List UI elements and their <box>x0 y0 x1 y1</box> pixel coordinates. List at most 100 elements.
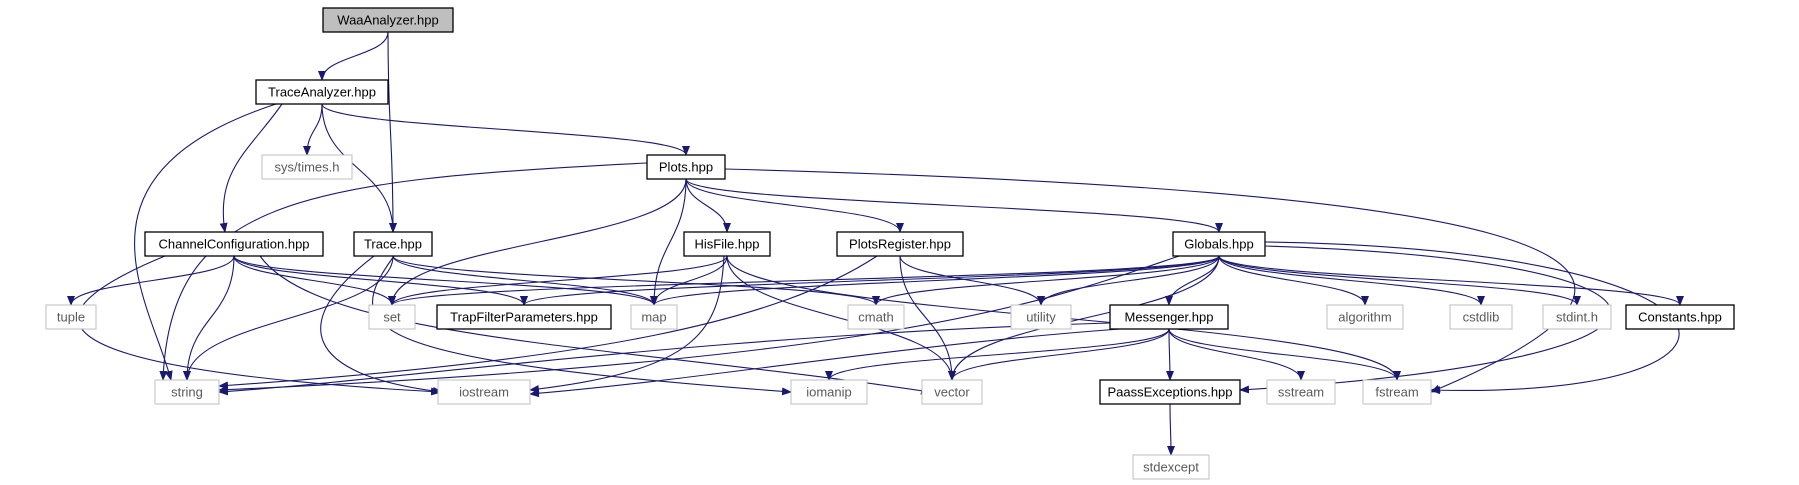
node-box <box>836 231 964 257</box>
edge-plots_register-to-vector <box>899 255 956 381</box>
edge-trace_analyzer-to-plots <box>321 103 690 156</box>
edge-waa-to-trace_analyzer <box>318 31 389 81</box>
node-label: vector <box>934 385 970 400</box>
edge-trace-to-iomanip <box>372 255 792 396</box>
node-trap-filter[interactable]: TrapFilterParameters.hpp <box>436 304 612 330</box>
node-box <box>847 304 905 330</box>
edge-channel_config-to-set <box>233 255 396 306</box>
node-box <box>1109 304 1229 330</box>
edge-trace-to-string <box>183 255 394 381</box>
node-box <box>1010 304 1072 330</box>
node-box <box>322 7 454 33</box>
edge-trace-to-iostream <box>320 255 443 395</box>
node-channel-config[interactable]: ChannelConfiguration.hpp <box>144 231 324 257</box>
node-stdint: stdint.h <box>1542 304 1612 330</box>
node-box <box>261 154 353 180</box>
node-label: map <box>641 310 666 325</box>
node-label: HisFile.hpp <box>694 237 759 252</box>
edge-plots-to-fstream <box>724 168 1576 393</box>
node-box <box>45 304 97 330</box>
node-utility: utility <box>1010 304 1072 330</box>
node-globals[interactable]: Globals.hpp <box>1172 231 1266 257</box>
node-set: set <box>368 304 416 330</box>
node-label: set <box>383 310 401 325</box>
node-box <box>921 379 983 405</box>
node-box <box>683 231 771 257</box>
node-label: ChannelConfiguration.hpp <box>158 237 309 252</box>
node-box <box>646 154 726 180</box>
edge-channel_config-to-map <box>233 255 658 306</box>
edge-channel_config-to-vector <box>259 255 931 395</box>
node-label: fstream <box>1375 385 1418 400</box>
node-waa[interactable]: WaaAnalyzer.hpp <box>322 7 454 33</box>
edge-globals-to-map <box>650 255 1220 306</box>
node-map: map <box>630 304 678 330</box>
node-box <box>1362 379 1432 405</box>
node-messenger[interactable]: Messenger.hpp <box>1109 304 1229 330</box>
node-box <box>1625 304 1735 330</box>
edge-plots-to-globals <box>685 178 1223 233</box>
edge-trace-to-cmath <box>392 255 880 306</box>
node-label: Globals.hpp <box>1184 237 1253 252</box>
node-box <box>436 304 612 330</box>
node-label: tuple <box>57 310 85 325</box>
node-label: sys/times.h <box>274 160 339 175</box>
edge-plots_register-to-utility <box>899 255 1045 306</box>
node-trace-analyzer[interactable]: TraceAnalyzer.hpp <box>255 79 389 105</box>
node-label: utility <box>1026 310 1056 325</box>
node-label: PaassExceptions.hpp <box>1107 385 1232 400</box>
node-trace[interactable]: Trace.hpp <box>353 231 433 257</box>
node-label: Plots.hpp <box>659 160 713 175</box>
edge-globals-to-stdint <box>1218 255 1581 306</box>
edge-plots-to-his_file <box>685 178 731 233</box>
node-label: TraceAnalyzer.hpp <box>268 85 376 100</box>
edge-globals-to-set <box>388 255 1220 306</box>
edge-plots-to-plots_register <box>685 178 904 233</box>
edge-globals-to-constants <box>1218 255 1684 306</box>
edge-messenger-to-iomanip <box>825 328 1170 381</box>
node-constants[interactable]: Constants.hpp <box>1625 304 1735 330</box>
node-label: iostream <box>459 385 509 400</box>
edge-trace_analyzer-to-channel_config <box>219 103 283 233</box>
edge-globals-to-vector <box>948 255 1220 381</box>
node-label: Constants.hpp <box>1638 310 1722 325</box>
edge-trace_analyzer-to-sys_times <box>303 103 323 156</box>
node-box <box>1326 304 1404 330</box>
node-box <box>1266 379 1336 405</box>
edge-channel_config-to-string <box>183 255 235 381</box>
node-box <box>154 379 220 405</box>
node-plots[interactable]: Plots.hpp <box>646 154 726 180</box>
node-label: string <box>171 385 203 400</box>
edge-plots-to-string <box>159 162 648 381</box>
edge-trace_analyzer-to-string <box>134 103 277 381</box>
node-paass-exceptions[interactable]: PaassExceptions.hpp <box>1099 379 1241 405</box>
node-plots-register[interactable]: PlotsRegister.hpp <box>836 231 964 257</box>
edge-globals-to-trap_filter <box>520 255 1220 306</box>
node-box <box>437 379 531 405</box>
node-box <box>1449 304 1513 330</box>
edge-globals-to-cmath <box>872 255 1220 306</box>
node-box <box>353 231 433 257</box>
node-his-file[interactable]: HisFile.hpp <box>683 231 771 257</box>
node-iomanip: iomanip <box>790 379 868 405</box>
node-sys-times: sys/times.h <box>261 154 353 180</box>
node-label: PlotsRegister.hpp <box>849 237 951 252</box>
edge-messenger-to-iostream <box>529 328 1121 398</box>
node-fstream: fstream <box>1362 379 1432 405</box>
edge-paass_exceptions-to-stdexcept <box>1166 403 1175 456</box>
node-label: algorithm <box>1338 310 1391 325</box>
node-box <box>1172 231 1266 257</box>
node-cstdlib: cstdlib <box>1449 304 1513 330</box>
edge-globals-to-string <box>218 255 1180 394</box>
edge-trace_analyzer-to-trace <box>321 103 397 233</box>
edge-messenger-to-sstream <box>1168 328 1305 381</box>
node-vector: vector <box>921 379 983 405</box>
node-label: TrapFilterParameters.hpp <box>450 310 598 325</box>
node-box <box>790 379 868 405</box>
node-label: stdexcept <box>1143 460 1199 475</box>
node-label: Messenger.hpp <box>1125 310 1214 325</box>
edge-globals-to-cstdlib <box>1218 255 1485 306</box>
node-box <box>630 304 678 330</box>
node-tuple: tuple <box>45 304 97 330</box>
